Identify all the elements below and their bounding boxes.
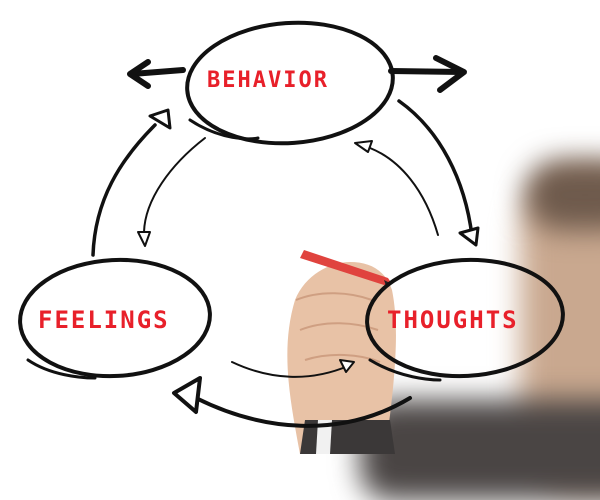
arrow-thoughts-to-behavior [354,140,439,236]
feelings-ellipse [18,257,212,379]
thoughts-ellipse [365,257,565,379]
arrow-left-icon [127,59,186,89]
arrow-feelings-to-behavior [91,108,172,257]
arrow-feelings-to-thoughts [231,359,355,378]
behavior-ellipse [185,20,395,146]
arrow-behavior-to-thoughts [397,99,480,247]
node-behavior-label: BEHAVIOR [207,68,329,93]
arrow-behavior-to-feelings [137,137,206,247]
diagram-canvas: BEHAVIOR FEELINGS THOUGHTS [18,20,600,500]
diagram-drawing [18,20,565,454]
arrow-thoughts-to-feelings [172,376,412,428]
arrow-right-icon [388,55,467,93]
blurred-hair [525,160,600,230]
node-feelings-label: FEELINGS [38,306,170,334]
node-thoughts-label: THOUGHTS [387,306,519,334]
